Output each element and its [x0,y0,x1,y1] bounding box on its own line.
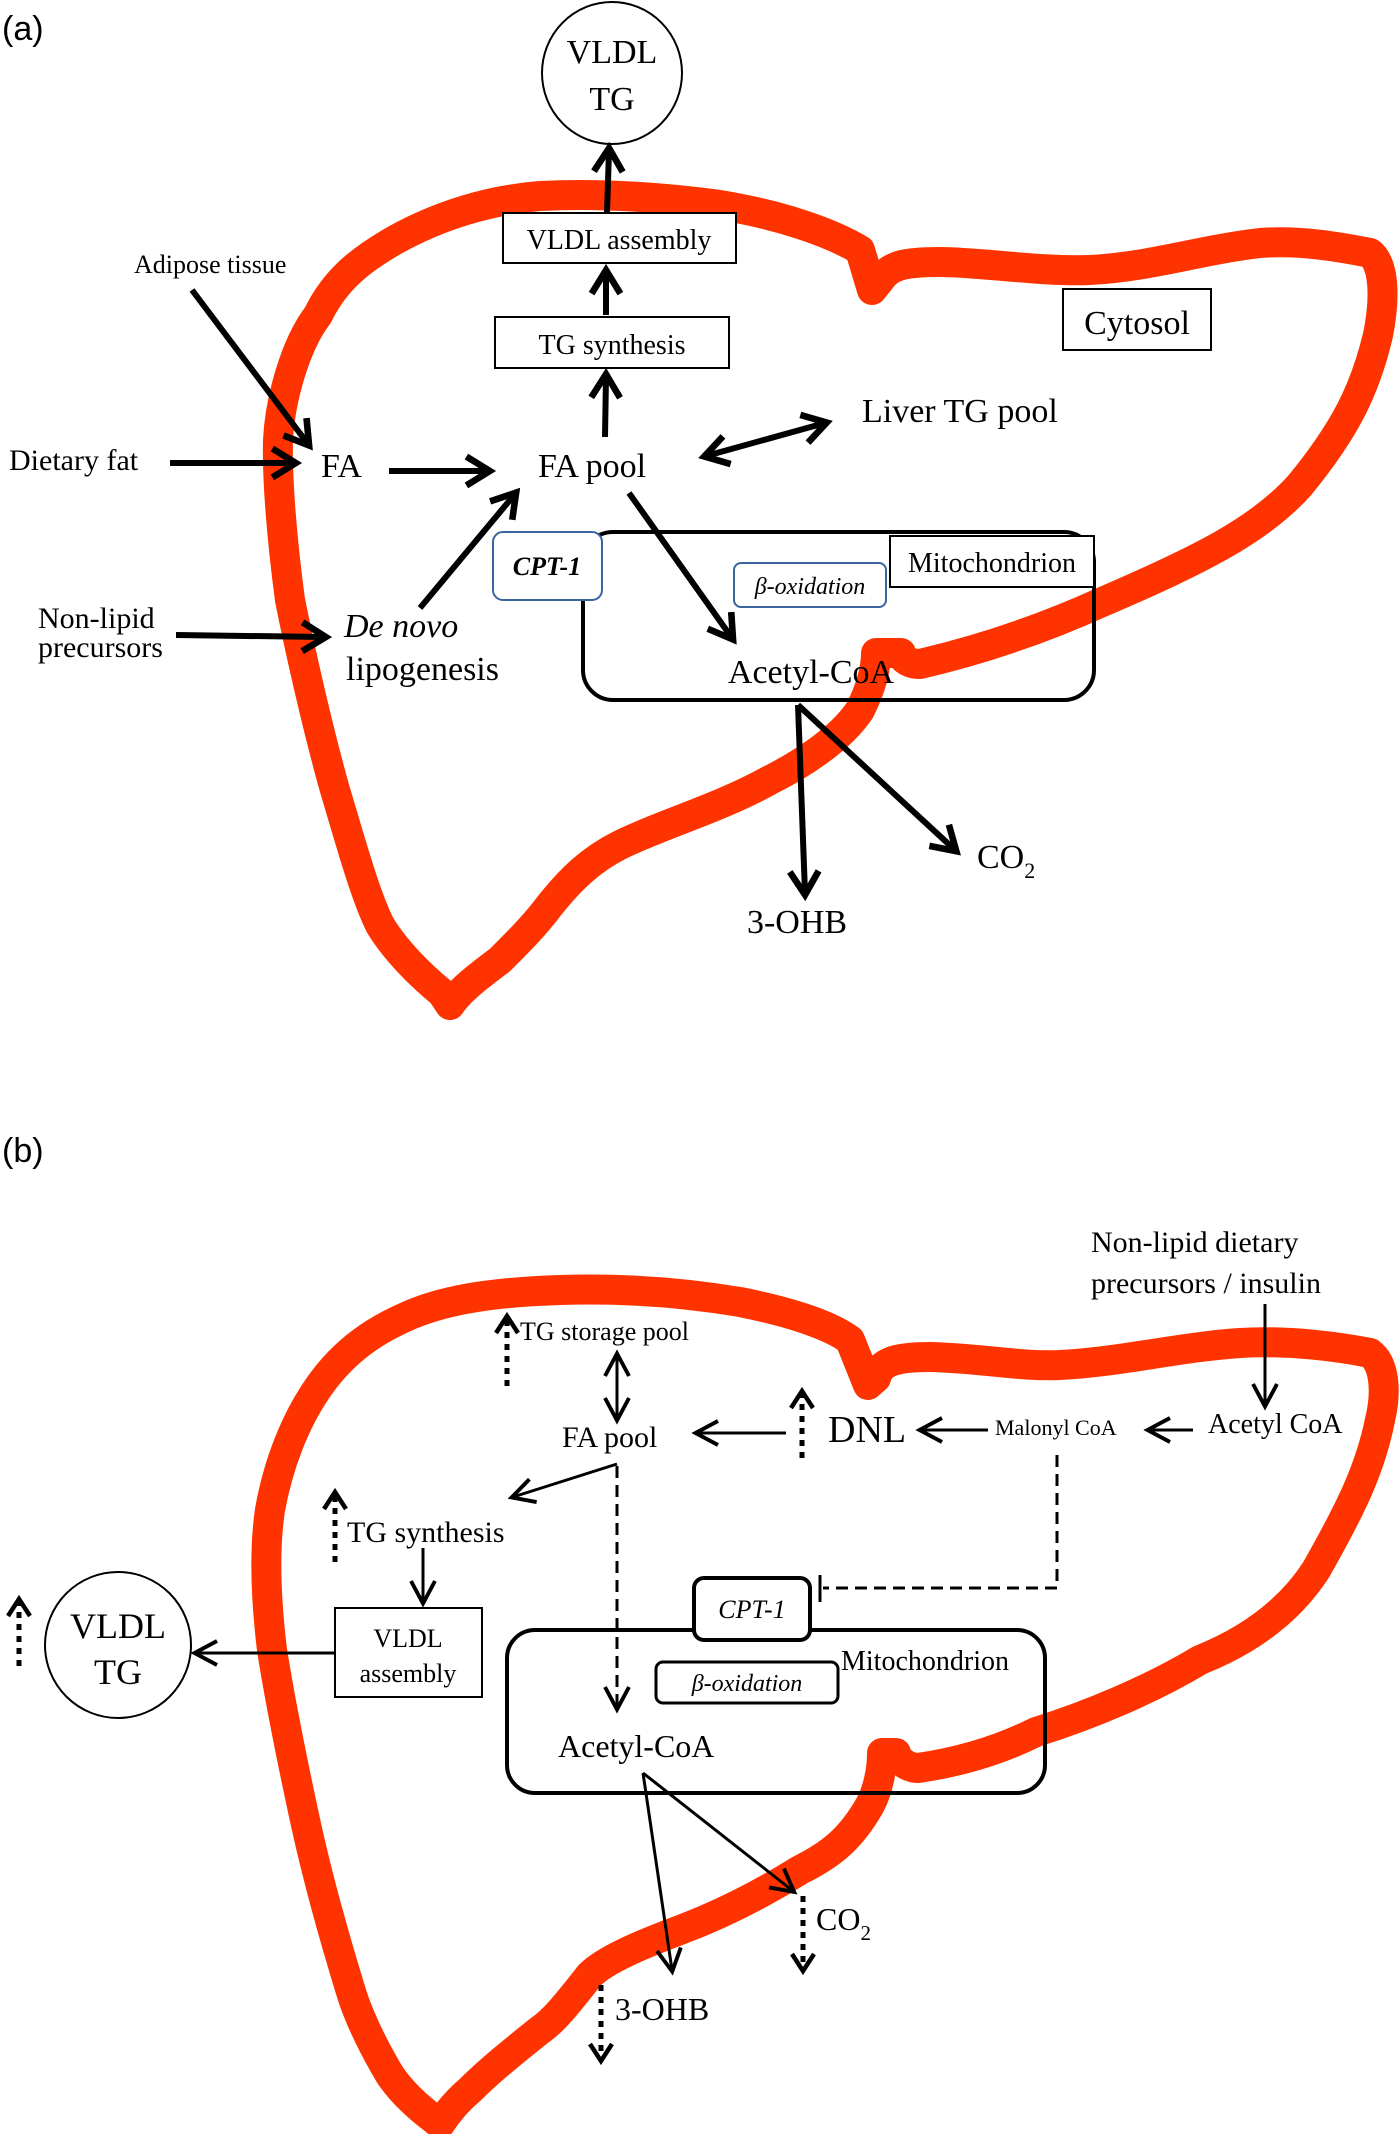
non-lipid-dietary-line2: precursors / insulin [1091,1267,1321,1300]
cpt1-label-a: CPT-1 [513,552,581,581]
arrow-fapool-liver-tg-pool [698,411,833,468]
acetyl-coa-label-a: Acetyl-CoA [728,654,895,691]
fa-pool-label-a: FA pool [538,448,646,485]
arrow-acetylcoa-to-co2-a [795,702,961,856]
vldl-assembly-label-b-line1: VLDL [373,1624,442,1653]
fa-label: FA [321,448,362,485]
dnl-label: DNL [828,1409,906,1451]
mitochondrion-label-b: Mitochondrion [841,1646,1009,1677]
arrow-fapool-to-tgsynth-b [507,1462,618,1505]
mitochondrion-box-a [581,530,1096,702]
arrow-acetylcoa-to-3ohb-a [787,704,822,902]
co2-label-b: CO2 [816,1901,871,1945]
mitochondrion-label-box-a [889,535,1095,588]
beta-oxidation-label-b: β-oxidation [691,1671,803,1697]
arrow-acetylcoa-to-co2-b [642,1771,798,1895]
vldl-tg-label-b-line1: VLDL [70,1606,166,1646]
arrow-acetylcoa-to-3ohb-b [641,1772,683,1976]
liver-outline-a [262,180,1398,1020]
arrow-denovo-to-fapool [417,487,521,610]
vldl-assembly-label-a: VLDL assembly [527,225,712,256]
acetyl-coa-label-b: Acetyl-CoA [558,1728,714,1764]
arrow-adipose-to-fa [189,288,313,451]
3ohb-label-a: 3-OHB [747,904,847,941]
panel-b: (b) VLDL TG VLDL assembly TG synthesis T… [2,1132,1399,2134]
panel-a-label: (a) [2,10,44,48]
acetyl-coa-cytosol-label: Acetyl CoA [1208,1409,1343,1440]
de-novo-label: De novo [343,608,458,645]
co2-sub-b: 2 [860,1921,871,1945]
vldl-tg-label-b-line2: TG [94,1652,142,1692]
liver-tg-pool-label: Liver TG pool [862,393,1058,430]
cpt1-label-b: CPT-1 [718,1595,785,1624]
non-lipid-precursors-line2: precursors [38,631,163,664]
malonyl-coa-label: Malonyl CoA [995,1415,1117,1440]
tg-synthesis-label-a: TG synthesis [539,330,686,361]
panel-b-label: (b) [2,1132,44,1170]
cytosol-label: Cytosol [1084,305,1190,342]
panel-a: (a) VLDL TG VLDL assembly TG synthesis C… [2,1,1398,1020]
arrow-nonlipid-to-denovo [175,619,333,654]
dietary-fat-label: Dietary fat [9,444,139,477]
fa-pool-label-b: FA pool [562,1421,657,1454]
lipogenesis-label: lipogenesis [346,651,499,688]
vldl-assembly-box-b [334,1607,483,1698]
vldl-assembly-label-b-line2: assembly [360,1659,457,1688]
beta-oxidation-box-a [733,562,887,608]
mitochondrion-label-a: Mitochondrion [908,548,1076,579]
beta-oxidation-label-a: β-oxidation [754,574,866,600]
arrow-fapool-to-tgsynth-a [588,367,623,438]
vldl-tg-label-a-line2: TG [589,81,634,118]
inhibition-line-malonyl-cpt1 [823,1455,1059,1590]
beta-oxidation-box-b [654,1660,840,1705]
tg-synthesis-label-b: TG synthesis [347,1516,505,1549]
cpt1-box-b [692,1576,812,1642]
vldl-assembly-box-a [502,212,737,264]
cytosol-box [1062,288,1212,351]
arrow-fapool-to-acetylcoa-a [626,491,737,645]
vldl-tg-label-a-line1: VLDL [567,34,658,71]
tg-storage-pool-label: TG storage pool [520,1317,689,1346]
adipose-tissue-label: Adipose tissue [134,250,286,279]
cpt1-box-a [492,531,603,601]
co2-main-b: CO [816,1901,860,1937]
co2-label-a: CO2 [977,839,1035,883]
vldl-tg-circle-a [541,1,683,145]
co2-sub-a: 2 [1024,858,1035,883]
arrow-assembly-to-vldl-a [591,141,626,214]
3ohb-label-b: 3-OHB [615,1991,709,2027]
non-lipid-dietary-line1: Non-lipid dietary [1091,1226,1298,1259]
non-lipid-precursors-line1: Non-lipid [38,602,155,635]
tg-synthesis-box-a [494,316,730,369]
co2-main-a: CO [977,839,1024,876]
liver-outline-b [251,1274,1399,2134]
